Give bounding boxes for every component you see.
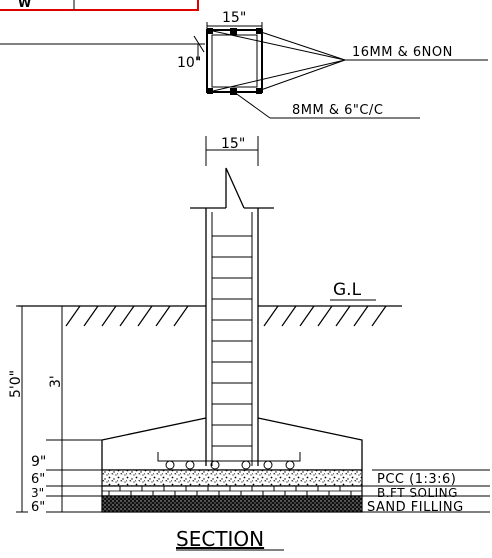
sand-note: SAND FILLING [367,500,464,515]
layer-notes: PCC (1:3:6) B.FT SOLING SAND FILLING [362,469,490,515]
pcc-note: PCC (1:3:6) [377,472,456,487]
soling-note: B.FT SOLING [377,486,458,500]
column-width-label: 15" [221,136,245,152]
main-bar-leader [212,30,488,92]
pcc-layer [101,469,363,487]
column-ties [212,235,252,447]
depth-below-gl-label: 3' [48,375,64,388]
tie-note: 8MM & 6"C/C [292,103,383,118]
middle-bar [230,88,237,95]
column-outline [206,29,263,93]
ground-hatch [65,305,387,327]
plan-width-label: 15" [222,10,246,26]
footing [101,417,363,471]
legend-fragment-text: W [18,0,31,10]
brick-soling-layer [101,485,363,497]
corner-bar [207,28,213,34]
corner-bar [207,88,213,94]
section-title: SECTION [176,527,264,551]
depth-dimensions: 5'0" 3' 9" 6" 3" 6" [8,305,102,515]
pcc-depth-label: 6" [31,472,45,487]
column-plan: 15" 10" 16MM & 6NON 8MM & 6"C/C [0,10,488,119]
total-depth-label: 5'0" [8,370,24,398]
soling-depth-label: 3" [31,486,44,500]
tie-outline [211,34,258,88]
footing-depth-label: 9" [31,454,46,470]
column-width-dimension: 15" [205,136,259,166]
ground-level-label: G.L [333,280,362,300]
column-break-mark [190,167,274,209]
tie-leader [233,91,420,119]
legend-box: W [0,0,199,11]
sand-filling-layer [101,495,363,513]
sand-depth-label: 6" [31,500,45,515]
plan-depth-label: 10" [177,55,201,71]
ground-level: G.L [18,280,402,327]
bottom-bars [165,460,295,470]
main-bar-note: 16MM & 6NON [352,45,453,60]
middle-bar [230,28,237,35]
column-section [205,208,259,466]
